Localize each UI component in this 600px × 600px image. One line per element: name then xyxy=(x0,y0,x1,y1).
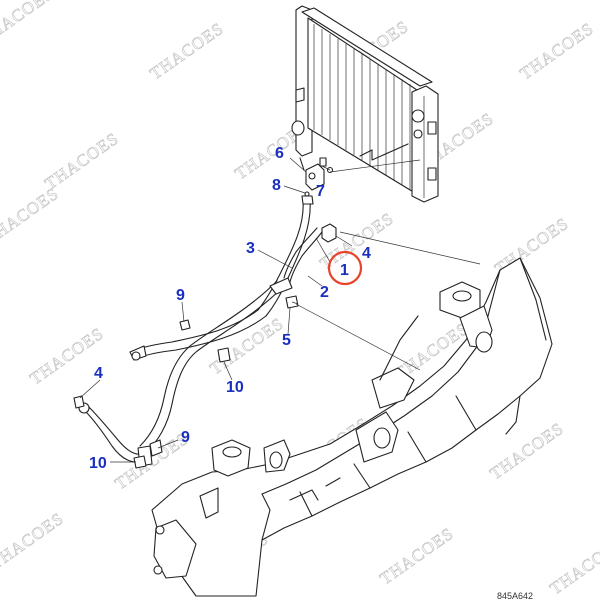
watermark: THACOES xyxy=(546,534,600,599)
watermark: THACOES xyxy=(146,19,227,84)
vehicle-frame xyxy=(151,231,553,597)
watermark: THACOES xyxy=(0,509,67,574)
callout-9-lower[interactable]: 9 xyxy=(181,429,190,446)
hose-3 xyxy=(129,277,293,453)
callout-9[interactable]: 9 xyxy=(176,287,185,304)
watermark: THACOES xyxy=(0,184,62,249)
callout-4-lower[interactable]: 4 xyxy=(94,365,103,382)
callout-3[interactable]: 3 xyxy=(246,240,255,257)
watermark: THACOES xyxy=(206,314,287,379)
lower-pipe xyxy=(73,395,153,467)
callout-4[interactable]: 4 xyxy=(362,245,371,262)
leader-lines xyxy=(79,157,353,463)
callout-7[interactable]: 7 xyxy=(316,183,325,200)
callout-6[interactable]: 6 xyxy=(275,145,284,162)
callout-10[interactable]: 10 xyxy=(226,379,244,396)
callout-8[interactable]: 8 xyxy=(272,177,281,194)
watermark: THACOES xyxy=(516,19,597,84)
watermark: THACOES xyxy=(376,524,457,589)
clamps xyxy=(133,295,299,469)
watermark: THACOES xyxy=(486,419,567,484)
callout-1[interactable]: 1 xyxy=(340,262,349,279)
radiator xyxy=(291,5,439,203)
callout-10-lower[interactable]: 10 xyxy=(89,455,107,472)
watermark: THACOES xyxy=(41,129,122,194)
drawing-code: 845A642 xyxy=(497,591,533,600)
callout-labels: 6 7 8 3 4 1 2 9 5 10 4 9 10 xyxy=(89,145,371,472)
callout-5[interactable]: 5 xyxy=(282,332,291,349)
highlight-circle xyxy=(327,250,363,286)
watermark: THACOES xyxy=(0,0,57,48)
callout-2[interactable]: 2 xyxy=(320,284,329,301)
upper-fittings xyxy=(304,157,421,243)
